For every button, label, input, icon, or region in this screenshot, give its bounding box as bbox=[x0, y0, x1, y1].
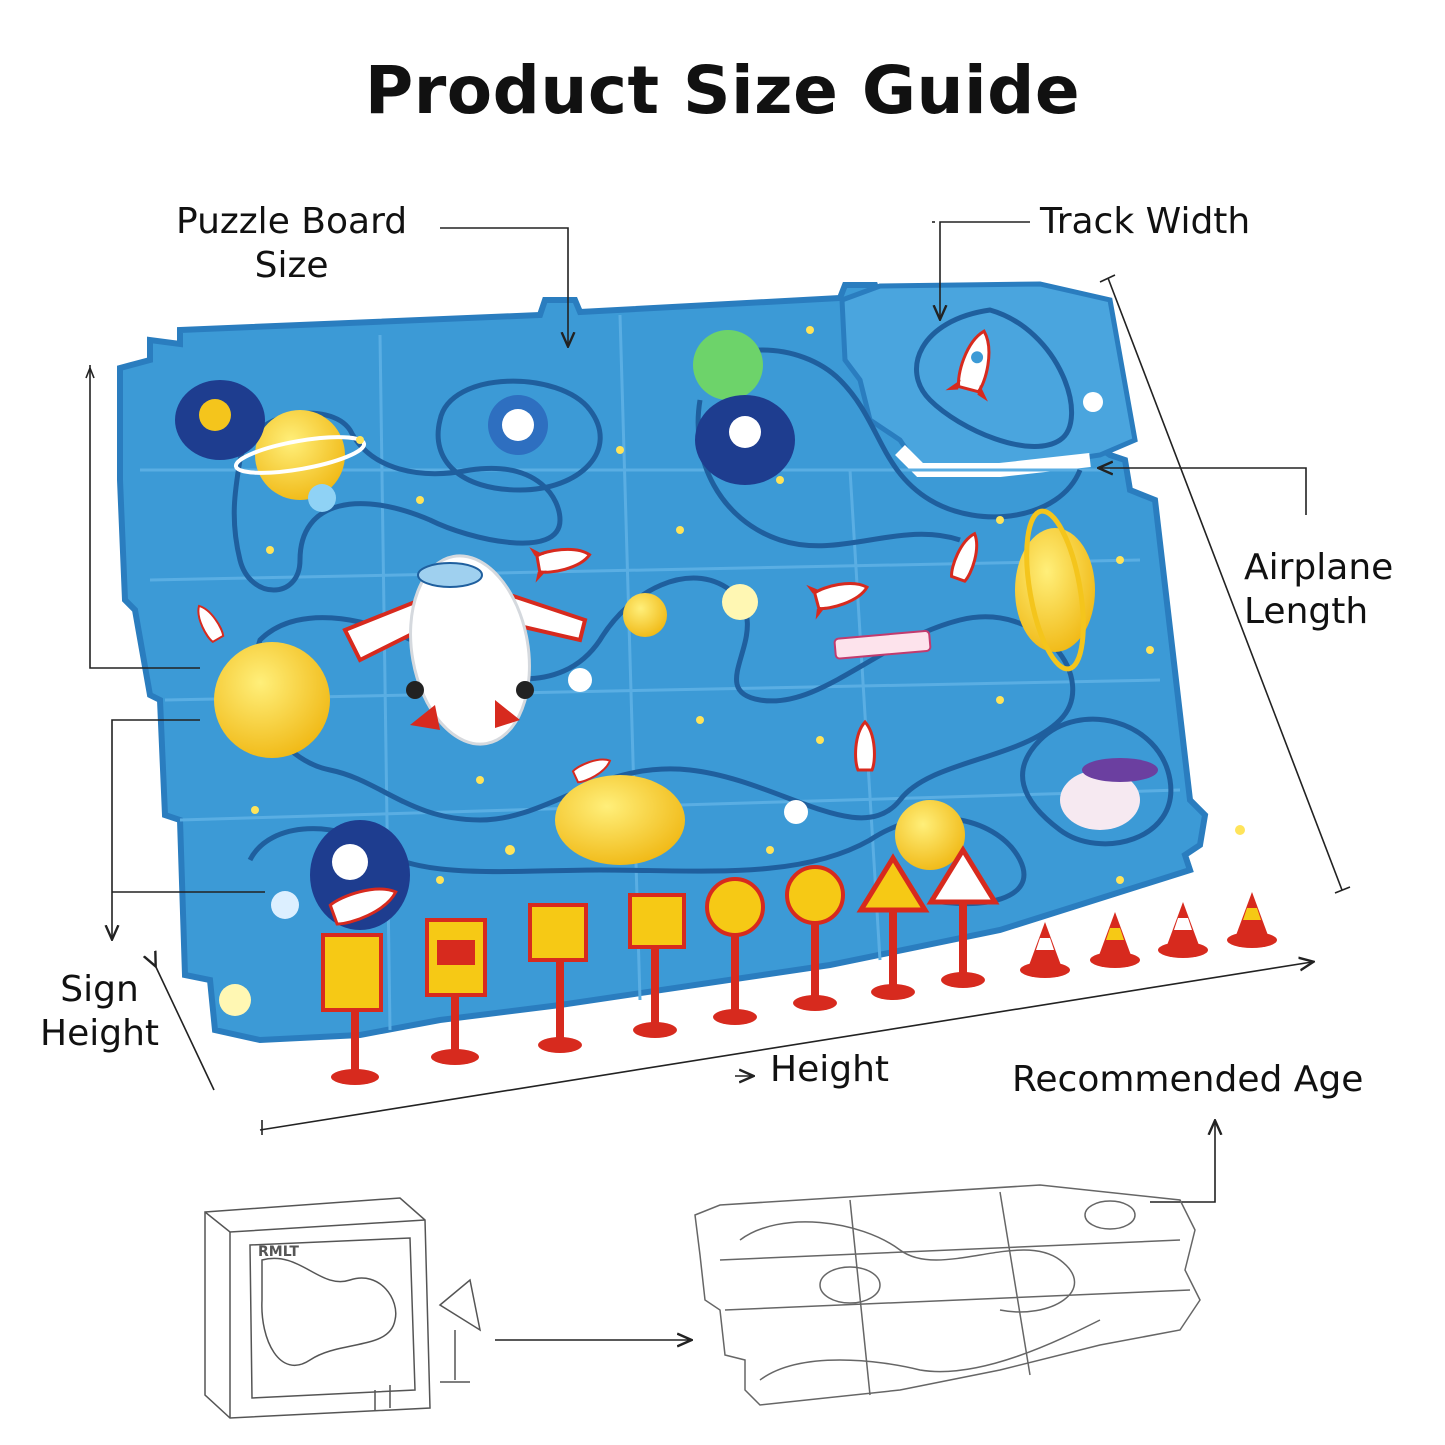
rocket-icon bbox=[854, 719, 876, 772]
rocket-icon bbox=[328, 887, 398, 926]
traffic-sign-icon bbox=[321, 933, 383, 1085]
sign-height-pointer bbox=[155, 965, 215, 1091]
airplane-length-label: Airplane Length bbox=[1244, 546, 1393, 634]
airplane-length-line1: Airplane bbox=[1244, 547, 1394, 588]
planet-icon bbox=[214, 642, 330, 758]
sign-height-label: Sign Height bbox=[40, 968, 159, 1056]
airplane-toy bbox=[342, 554, 588, 746]
sign-height-line1: Sign bbox=[60, 969, 139, 1010]
box-logo-sketch: RMLT bbox=[258, 1244, 299, 1260]
traffic-cone-icon bbox=[1020, 922, 1070, 978]
width-dimension-line bbox=[259, 962, 1312, 1131]
puzzle-board-size-line1: Puzzle Board bbox=[176, 201, 408, 242]
left-dimension-upper bbox=[89, 365, 200, 669]
planet-icon bbox=[895, 800, 965, 870]
astronaut-icon bbox=[568, 668, 592, 692]
astronaut-icon bbox=[784, 800, 808, 824]
rocket-icon bbox=[529, 547, 592, 583]
stars bbox=[251, 326, 1245, 884]
recommended-age-label: Recommended Age bbox=[1012, 1059, 1364, 1100]
board-sketch bbox=[694, 1184, 1201, 1406]
moon-icon bbox=[722, 584, 758, 620]
moon-icon bbox=[308, 484, 336, 512]
recommended-age-pointer bbox=[1150, 1122, 1215, 1203]
rocket-icon bbox=[806, 582, 870, 620]
traffic-cone-icon bbox=[1090, 912, 1140, 968]
traffic-cone-icon bbox=[1158, 902, 1208, 958]
rocket-icon bbox=[945, 329, 991, 402]
depth-dimension-line bbox=[1107, 277, 1343, 891]
planet-icon bbox=[255, 410, 345, 500]
airplane-length-pointer bbox=[1100, 468, 1307, 515]
puzzle-board bbox=[117, 281, 1277, 1085]
track-width-label: Track Width bbox=[1040, 201, 1251, 242]
airplane-length-line2: Length bbox=[1244, 591, 1369, 632]
height-label: Height bbox=[770, 1049, 890, 1090]
moon-icon bbox=[219, 984, 251, 1016]
sign-height-line2: Height bbox=[40, 1013, 160, 1054]
rockets bbox=[197, 329, 991, 926]
moon-icon bbox=[271, 891, 299, 919]
astronaut-icon bbox=[1083, 392, 1103, 412]
traffic-sign-icon bbox=[705, 877, 765, 1025]
box-sketch bbox=[204, 1197, 482, 1419]
rocket-icon bbox=[197, 604, 225, 644]
planet-icon bbox=[623, 593, 667, 637]
traffic-sign-icon bbox=[528, 903, 588, 1053]
planets bbox=[214, 330, 1095, 1016]
puzzle-board-pointer bbox=[440, 227, 568, 345]
traffic-sign-icon bbox=[628, 893, 686, 1038]
traffic-sign-icon bbox=[926, 845, 1000, 988]
left-dimension-lower bbox=[112, 719, 200, 938]
traffic-sign-icon bbox=[425, 918, 487, 1065]
planet-icon bbox=[555, 775, 685, 865]
banner bbox=[833, 630, 932, 660]
dimension-lines bbox=[85, 221, 1351, 1340]
rocket-icon bbox=[950, 531, 979, 583]
puzzle-board-size-line2: Size bbox=[254, 245, 329, 286]
traffic-sign-icon bbox=[785, 865, 845, 1011]
page-title: Product Size Guide bbox=[364, 52, 1081, 129]
traffic-sign-icon bbox=[856, 853, 930, 1000]
road-signs bbox=[321, 845, 1000, 1085]
planet-icon bbox=[693, 330, 763, 400]
ufo-icon bbox=[1060, 770, 1140, 830]
traffic-cones bbox=[1020, 892, 1277, 978]
puzzle-board-size-label: Puzzle Board Size bbox=[176, 200, 407, 288]
track-width-pointer bbox=[940, 221, 1030, 318]
traffic-cone-icon bbox=[1227, 892, 1277, 948]
rocket-icon bbox=[571, 758, 612, 784]
